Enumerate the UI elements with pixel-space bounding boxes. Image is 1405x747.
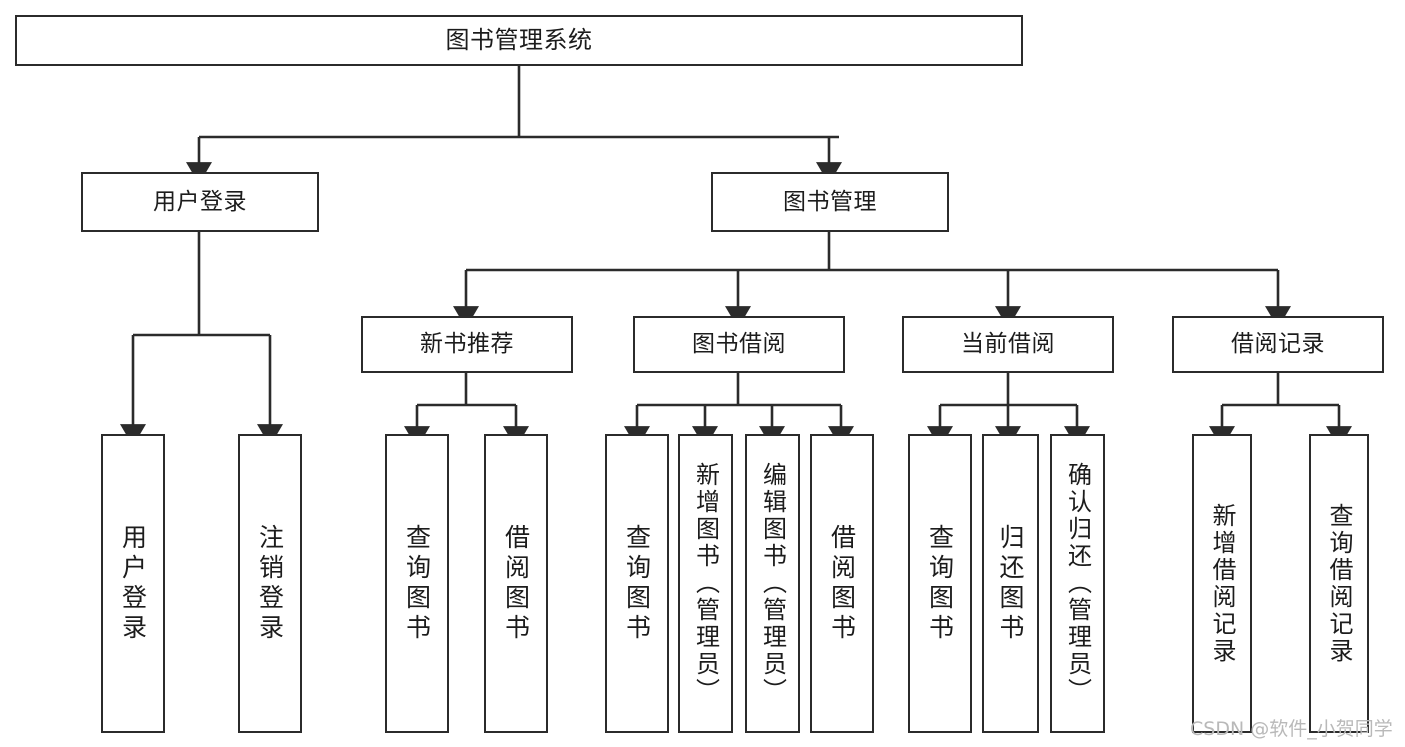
leaf-query-book-current[interactable]: 查询图书	[908, 434, 972, 733]
node-label: 用户登录	[118, 523, 148, 644]
node-borrow-record[interactable]: 借阅记录	[1172, 316, 1384, 373]
node-label: 确认归还（管理员）	[1063, 462, 1092, 705]
leaf-add-borrow-record[interactable]: 新增借阅记录	[1192, 434, 1252, 733]
node-label: 新增图书（管理员）	[691, 462, 720, 705]
watermark-text: CSDN @软件_小贺同学	[1190, 718, 1393, 740]
node-label: 注销登录	[255, 523, 285, 644]
node-current-borrow[interactable]: 当前借阅	[902, 316, 1114, 373]
node-label: 查询图书	[402, 523, 432, 644]
leaf-query-book-borrow[interactable]: 查询图书	[605, 434, 669, 733]
node-label: 查询图书	[925, 523, 955, 644]
node-label: 查询借阅记录	[1325, 502, 1353, 665]
node-label: 查询图书	[622, 523, 652, 644]
node-label: 图书管理	[783, 188, 877, 215]
node-book-borrow[interactable]: 图书借阅	[633, 316, 845, 373]
leaf-edit-book-admin[interactable]: 编辑图书（管理员）	[745, 434, 800, 733]
leaf-query-book-newbook[interactable]: 查询图书	[385, 434, 449, 733]
node-label: 当前借阅	[961, 331, 1055, 358]
leaf-add-book-admin[interactable]: 新增图书（管理员）	[678, 434, 733, 733]
node-label: 图书管理系统	[445, 25, 593, 54]
node-label: 新增借阅记录	[1208, 502, 1236, 665]
leaf-confirm-return-admin[interactable]: 确认归还（管理员）	[1050, 434, 1105, 733]
leaf-borrow-book[interactable]: 借阅图书	[810, 434, 874, 733]
node-root-book-management-system[interactable]: 图书管理系统	[15, 15, 1023, 66]
node-label: 编辑图书（管理员）	[758, 462, 787, 705]
leaf-return-book[interactable]: 归还图书	[982, 434, 1039, 733]
node-label: 新书推荐	[420, 331, 514, 358]
leaf-query-borrow-record[interactable]: 查询借阅记录	[1309, 434, 1369, 733]
node-new-book-recommend[interactable]: 新书推荐	[361, 316, 573, 373]
node-label: 借阅图书	[827, 523, 857, 644]
node-user-login[interactable]: 用户登录	[81, 172, 319, 232]
node-label: 用户登录	[153, 188, 247, 215]
leaf-user-logout[interactable]: 注销登录	[238, 434, 302, 733]
node-book-manage[interactable]: 图书管理	[711, 172, 949, 232]
node-label: 图书借阅	[692, 331, 786, 358]
node-label: 借阅记录	[1231, 331, 1325, 358]
node-label: 借阅图书	[501, 523, 531, 644]
node-label: 归还图书	[996, 523, 1025, 644]
leaf-user-login[interactable]: 用户登录	[101, 434, 165, 733]
leaf-borrow-book-newbook[interactable]: 借阅图书	[484, 434, 548, 733]
